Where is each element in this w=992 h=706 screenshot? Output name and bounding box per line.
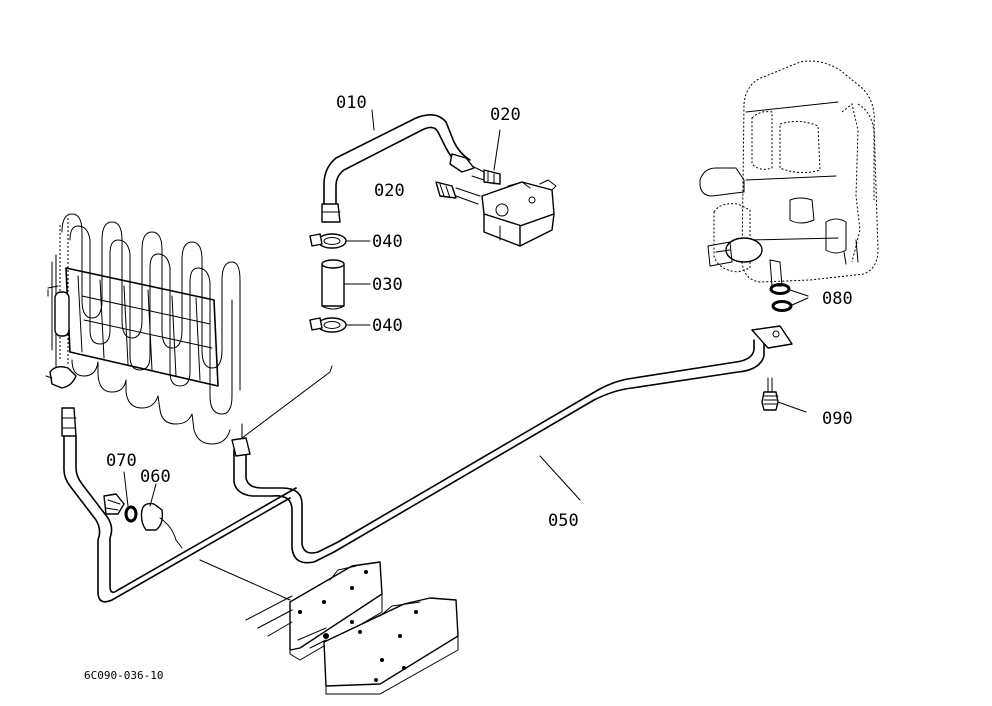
hose-clamp-040-upper (309, 233, 371, 249)
oil-cooler-radiator (45, 213, 241, 445)
fitting-020-upper (471, 129, 501, 185)
callout-040-lower: 040 (372, 316, 403, 336)
drawing-code: 6C090-036-10 (84, 669, 163, 682)
callout-010: 010 (336, 93, 367, 113)
callout-050: 050 (548, 511, 579, 531)
callout-090: 090 (822, 409, 853, 429)
callout-080: 080 (822, 289, 853, 309)
callout-070: 070 (106, 451, 137, 471)
callout-030: 030 (372, 275, 403, 295)
callout-020-lower: 020 (374, 181, 405, 201)
washer-070 (103, 471, 138, 523)
pipe-bracket (751, 325, 793, 349)
callout-060: 060 (140, 467, 171, 487)
pipe-clamp-060 (140, 483, 183, 549)
callout-020-upper: 020 (490, 105, 521, 125)
valve-block (481, 179, 557, 247)
return-pipe (63, 435, 297, 603)
hydraulic-pump-assembly (699, 60, 879, 287)
hose-010 (321, 109, 475, 223)
leader-050 (539, 455, 581, 501)
hose-clamp-040-lower (309, 317, 371, 333)
main-oil-pipe-050 (231, 339, 765, 564)
banjo-bolt-090 (761, 377, 807, 413)
frame-plates (199, 559, 459, 695)
seal-washers-080 (769, 283, 809, 312)
fitting-020-lower (435, 181, 481, 205)
callout-040-upper: 040 (372, 232, 403, 252)
hose-030 (321, 259, 371, 310)
